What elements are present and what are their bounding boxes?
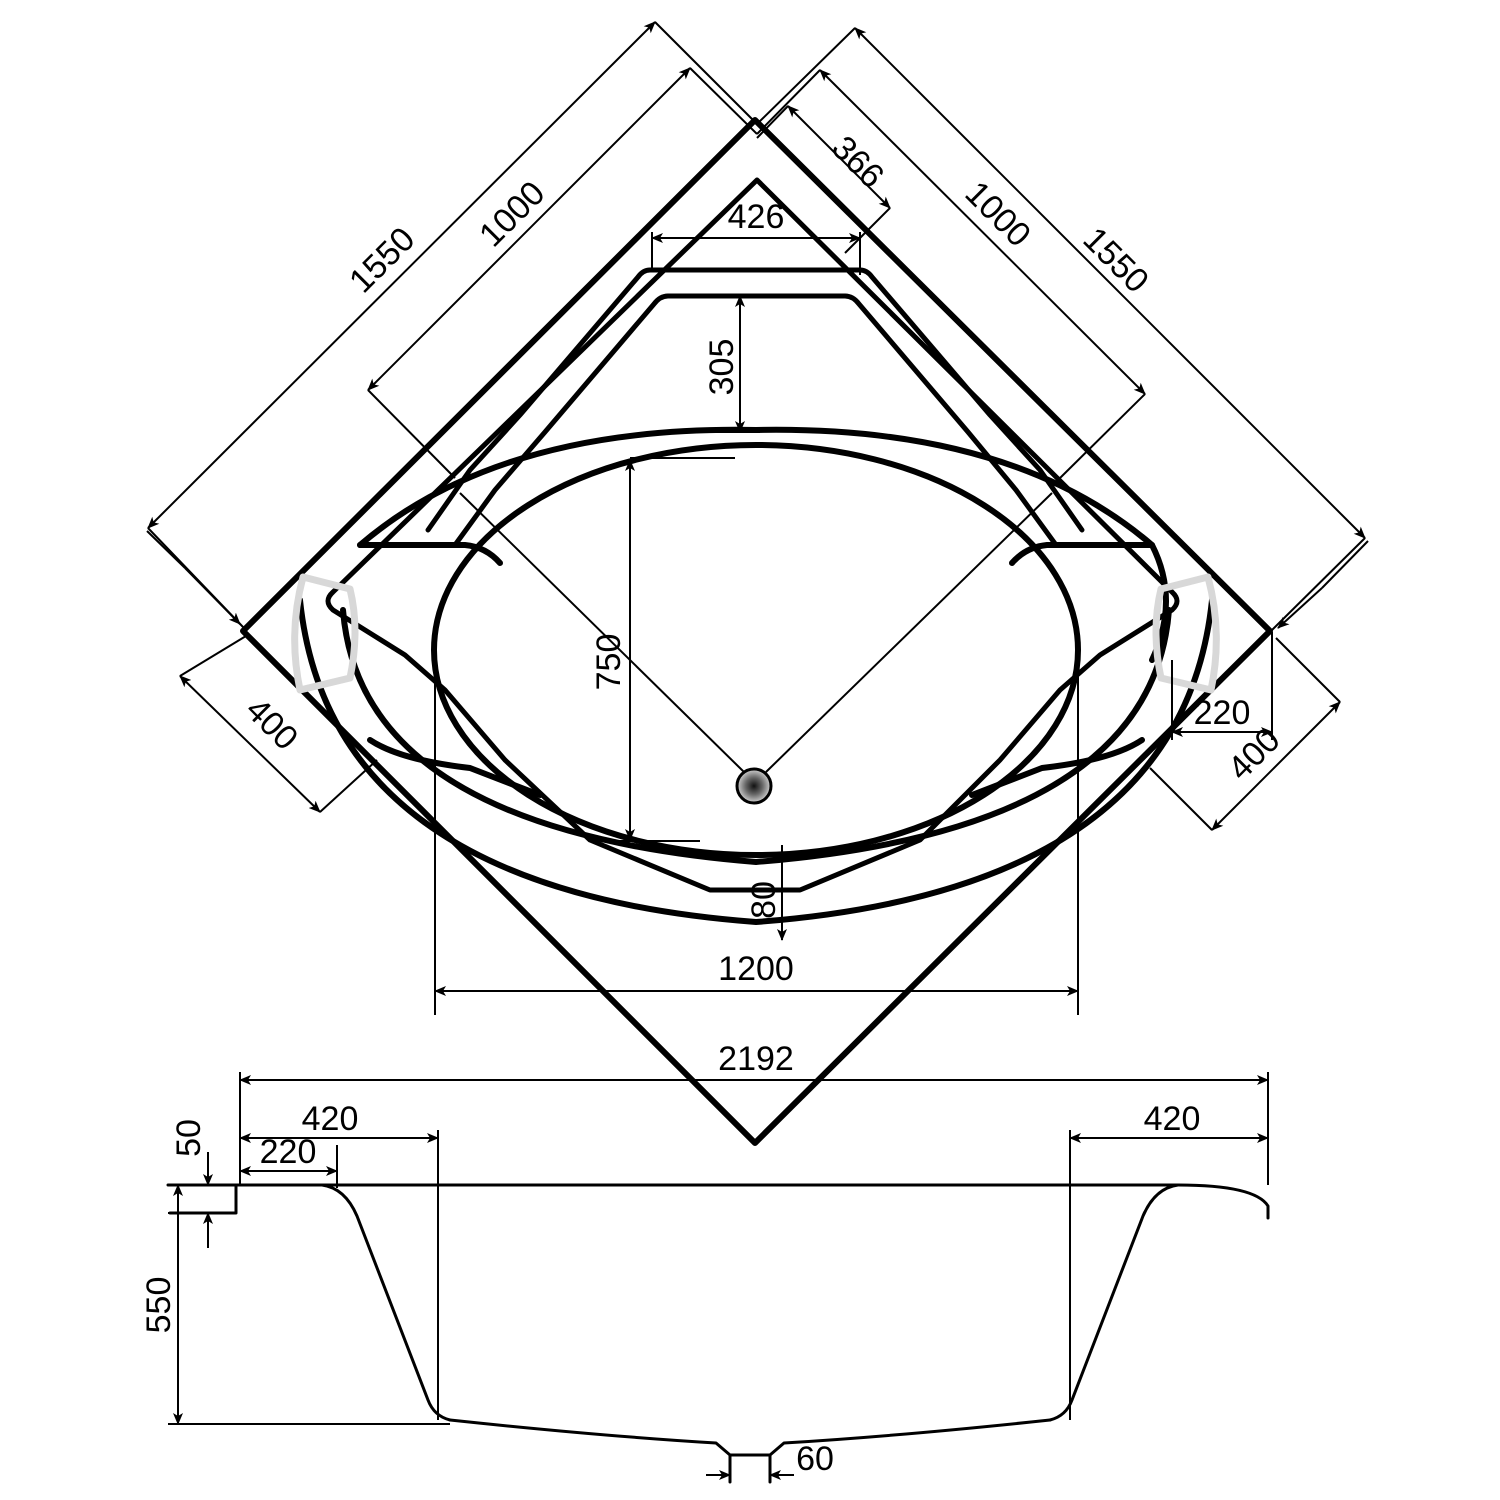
- dim-label-305: 305: [703, 339, 741, 396]
- elevation-view-group: 2192 420 220 50 550 420: [140, 1040, 1270, 1484]
- dim-label-left-400: 400: [238, 691, 305, 758]
- dim-label-left-1550: 1550: [342, 220, 422, 300]
- dim-label-50: 50: [170, 1119, 208, 1157]
- elevation-rim-surface-line: [234, 1183, 1270, 1220]
- bath-bowl-lower-curve: [340, 607, 1172, 865]
- head-rest-outer-outline: [425, 267, 1085, 533]
- dim-label-left-1000: 1000: [472, 174, 552, 254]
- dim-label-426: 426: [728, 198, 785, 236]
- ext-right-corner-upper: [1321, 540, 1369, 589]
- ext-366-b: [756, 105, 789, 139]
- dim-right-corner-upper-line: [1277, 587, 1323, 629]
- plan-view-group: 1550 1000 366 1000 1550 4: [146, 21, 1369, 1146]
- ext-right-1550-b: [1271, 537, 1366, 631]
- dim-label-366: 366: [824, 129, 891, 196]
- drain-leader-left: [459, 492, 745, 773]
- dim-label-550: 550: [140, 1277, 178, 1334]
- drain-icon: [735, 767, 773, 805]
- dim-left-400-line: [179, 675, 321, 813]
- ext-left-corner-upper: [146, 530, 186, 569]
- dim-left-1000-line: [367, 67, 691, 391]
- ext-left-1000-a: [689, 67, 758, 135]
- dim-label-right-1000: 1000: [958, 174, 1038, 254]
- elevation-drain-stub: [728, 1453, 772, 1484]
- dim-right-400-line: [1211, 701, 1341, 831]
- dim-right-1550-line: [854, 27, 1366, 539]
- right-grab-handle: [1152, 573, 1220, 694]
- bath-inner-rim-outline: [325, 177, 1180, 893]
- dim-label-750: 750: [590, 634, 628, 691]
- bath-bowl-outermost-curve: [297, 597, 1215, 925]
- ext-left-1550-a: [654, 21, 758, 125]
- dim-label-60: 60: [796, 1440, 834, 1478]
- ext-right-400-b: [1149, 767, 1213, 831]
- ext-left-1000-b: [367, 389, 456, 479]
- elevation-left-wall: [234, 1183, 452, 1422]
- left-grab-handle: [291, 573, 359, 694]
- right-seat-blend-line: [969, 737, 1145, 798]
- elevation-right-wall: [1048, 1183, 1180, 1422]
- left-shoulder-line: [357, 542, 503, 566]
- dim-label-left-420: 420: [302, 1100, 359, 1138]
- ext-right-400-a: [1275, 637, 1341, 703]
- dim-left-corner-upper-line: [184, 567, 241, 625]
- ext-left-400-b: [319, 759, 378, 813]
- dim-label-2192: 2192: [718, 1040, 794, 1078]
- dim-label-220-elev: 220: [260, 1133, 317, 1171]
- bath-bowl-ellipse: [431, 442, 1081, 858]
- dim-label-80: 80: [745, 881, 783, 919]
- left-seat-blend-line: [367, 737, 543, 798]
- drain-leader-right: [765, 492, 1053, 773]
- dim-label-right-420: 420: [1144, 1100, 1201, 1138]
- right-shoulder-line: [1009, 542, 1155, 566]
- dim-label-220: 220: [1194, 694, 1251, 732]
- ext-right-1550-a: [756, 27, 856, 125]
- dim-label-1200: 1200: [718, 950, 794, 988]
- elevation-bottom-line: [448, 1418, 1052, 1457]
- dim-left-1550-line: [147, 21, 656, 529]
- ext-left-400-a: [179, 635, 247, 677]
- ext-right-1000-a: [756, 69, 821, 135]
